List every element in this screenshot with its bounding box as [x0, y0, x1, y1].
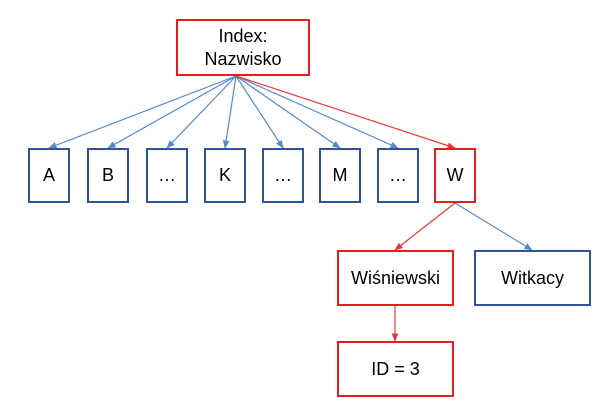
edge-root-to-letter-5	[235, 75, 341, 149]
name-node-wisniewski: Wiśniewski	[337, 250, 454, 306]
edge-w-to-wisniewski	[394, 202, 456, 251]
letter-node-ellipsis-1: …	[146, 148, 188, 203]
edge-root-to-letter-1	[107, 75, 237, 149]
edge-root-to-letter-3	[222, 75, 237, 149]
letter-node-m: M	[319, 148, 361, 203]
letter-node-w: W	[434, 148, 476, 203]
letter-node-a: A	[28, 148, 70, 203]
edge-root-to-letter-4	[235, 75, 284, 149]
name-node-witkacy: Witkacy	[474, 250, 591, 306]
letter-node-label: B	[101, 165, 114, 185]
id-node-label: ID = 3	[371, 358, 420, 379]
letter-node-label: A	[42, 165, 55, 185]
id-node: ID = 3	[337, 341, 454, 397]
edge-root-to-letter-6	[235, 75, 399, 149]
letter-node-ellipsis-2: …	[262, 148, 304, 203]
root-node-nazwisko: Index: Nazwisko	[176, 19, 310, 76]
letter-node-label: W	[446, 165, 464, 185]
letter-node-label: M	[332, 165, 348, 185]
letter-node-label: …	[389, 165, 407, 185]
name-node-label: Witkacy	[501, 267, 564, 288]
name-node-label: Wiśniewski	[350, 267, 440, 288]
edge-root-to-letter-0	[48, 75, 237, 149]
edge-w-to-witkacy	[454, 202, 533, 251]
letter-node-k: K	[204, 148, 246, 203]
letter-node-label: …	[274, 165, 292, 185]
letter-node-b: B	[87, 148, 129, 203]
letter-node-ellipsis-3: …	[377, 148, 419, 203]
letter-node-label: K	[218, 165, 231, 185]
edge-root-to-letter-2	[166, 75, 237, 149]
letter-node-label: …	[158, 165, 176, 185]
root-node-label: Index: Nazwisko	[204, 25, 282, 69]
edge-root-to-letter-w	[235, 75, 456, 149]
